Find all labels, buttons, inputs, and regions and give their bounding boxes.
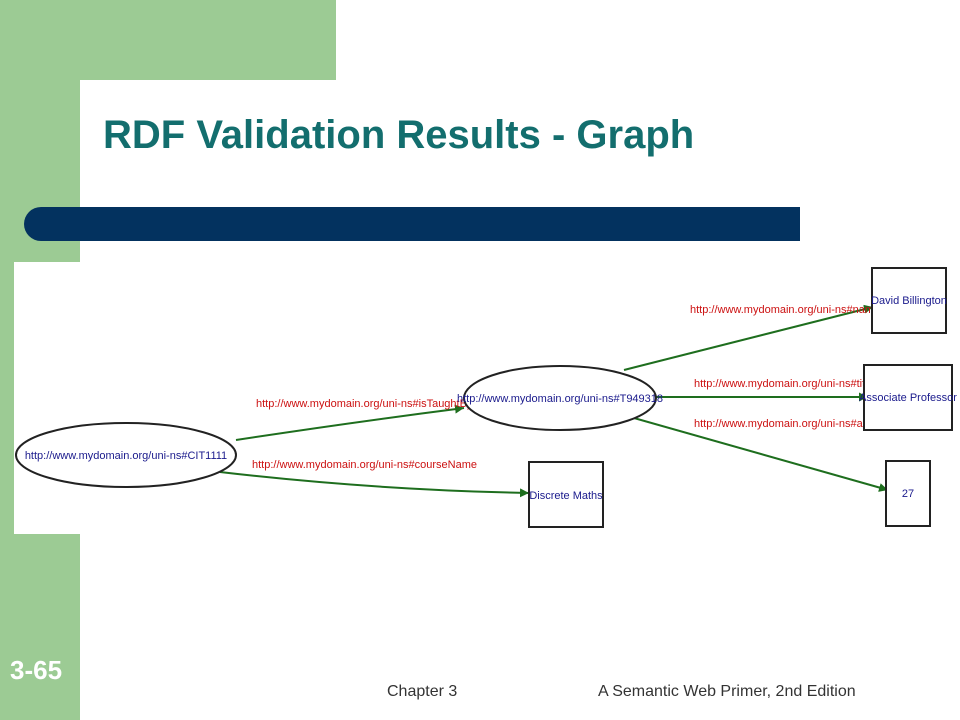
node-name-box — [871, 267, 947, 334]
node-lecturer-ellipse — [463, 365, 657, 431]
edge-label-course-name: http://www.mydomain.org/uni-ns#courseNam… — [252, 459, 477, 471]
edge-label-name: http://www.mydomain.org/uni-ns#name — [690, 304, 880, 316]
node-name-label: David Billington — [871, 295, 947, 307]
footer-book-title: A Semantic Web Primer, 2nd Edition — [598, 683, 856, 700]
node-course-name-label: Discrete Maths — [529, 490, 603, 502]
edge-course-name — [219, 471, 530, 498]
title-underline-bar — [24, 207, 800, 241]
edge-label-is-taught-by: http://www.mydomain.org/uni-ns#isTaughtB… — [256, 398, 473, 410]
node-course-label: http://www.mydomain.org/uni-ns#CIT1111 — [25, 450, 227, 462]
top-green-block — [0, 0, 336, 80]
node-lecturer-label: http://www.mydomain.org/uni-ns#T949318 — [457, 393, 663, 405]
node-course-name-box — [528, 461, 604, 528]
node-title-box — [863, 364, 953, 431]
rdf-graph-svg: http://www.mydomain.org/uni-ns#isTaughtB… — [15, 267, 957, 528]
node-course-ellipse — [15, 422, 237, 488]
slide-number: 3-65 — [10, 655, 63, 685]
rdf-graph-diagram: http://www.mydomain.org/uni-ns#isTaughtB… — [14, 262, 960, 534]
edge-label-age: http://www.mydomain.org/uni-ns#age — [694, 418, 875, 430]
node-title-label: Associate Professor — [859, 392, 957, 404]
slide-title: RDF Validation Results - Graph — [103, 113, 695, 157]
edge-age — [633, 417, 889, 492]
edge-is-taught-by — [235, 404, 465, 441]
node-age-label: 27 — [902, 488, 914, 500]
edge-name — [623, 304, 874, 371]
node-age-box — [885, 460, 931, 527]
edge-label-title: http://www.mydomain.org/uni-ns#title — [694, 378, 874, 390]
footer-chapter: Chapter 3 — [387, 683, 458, 700]
